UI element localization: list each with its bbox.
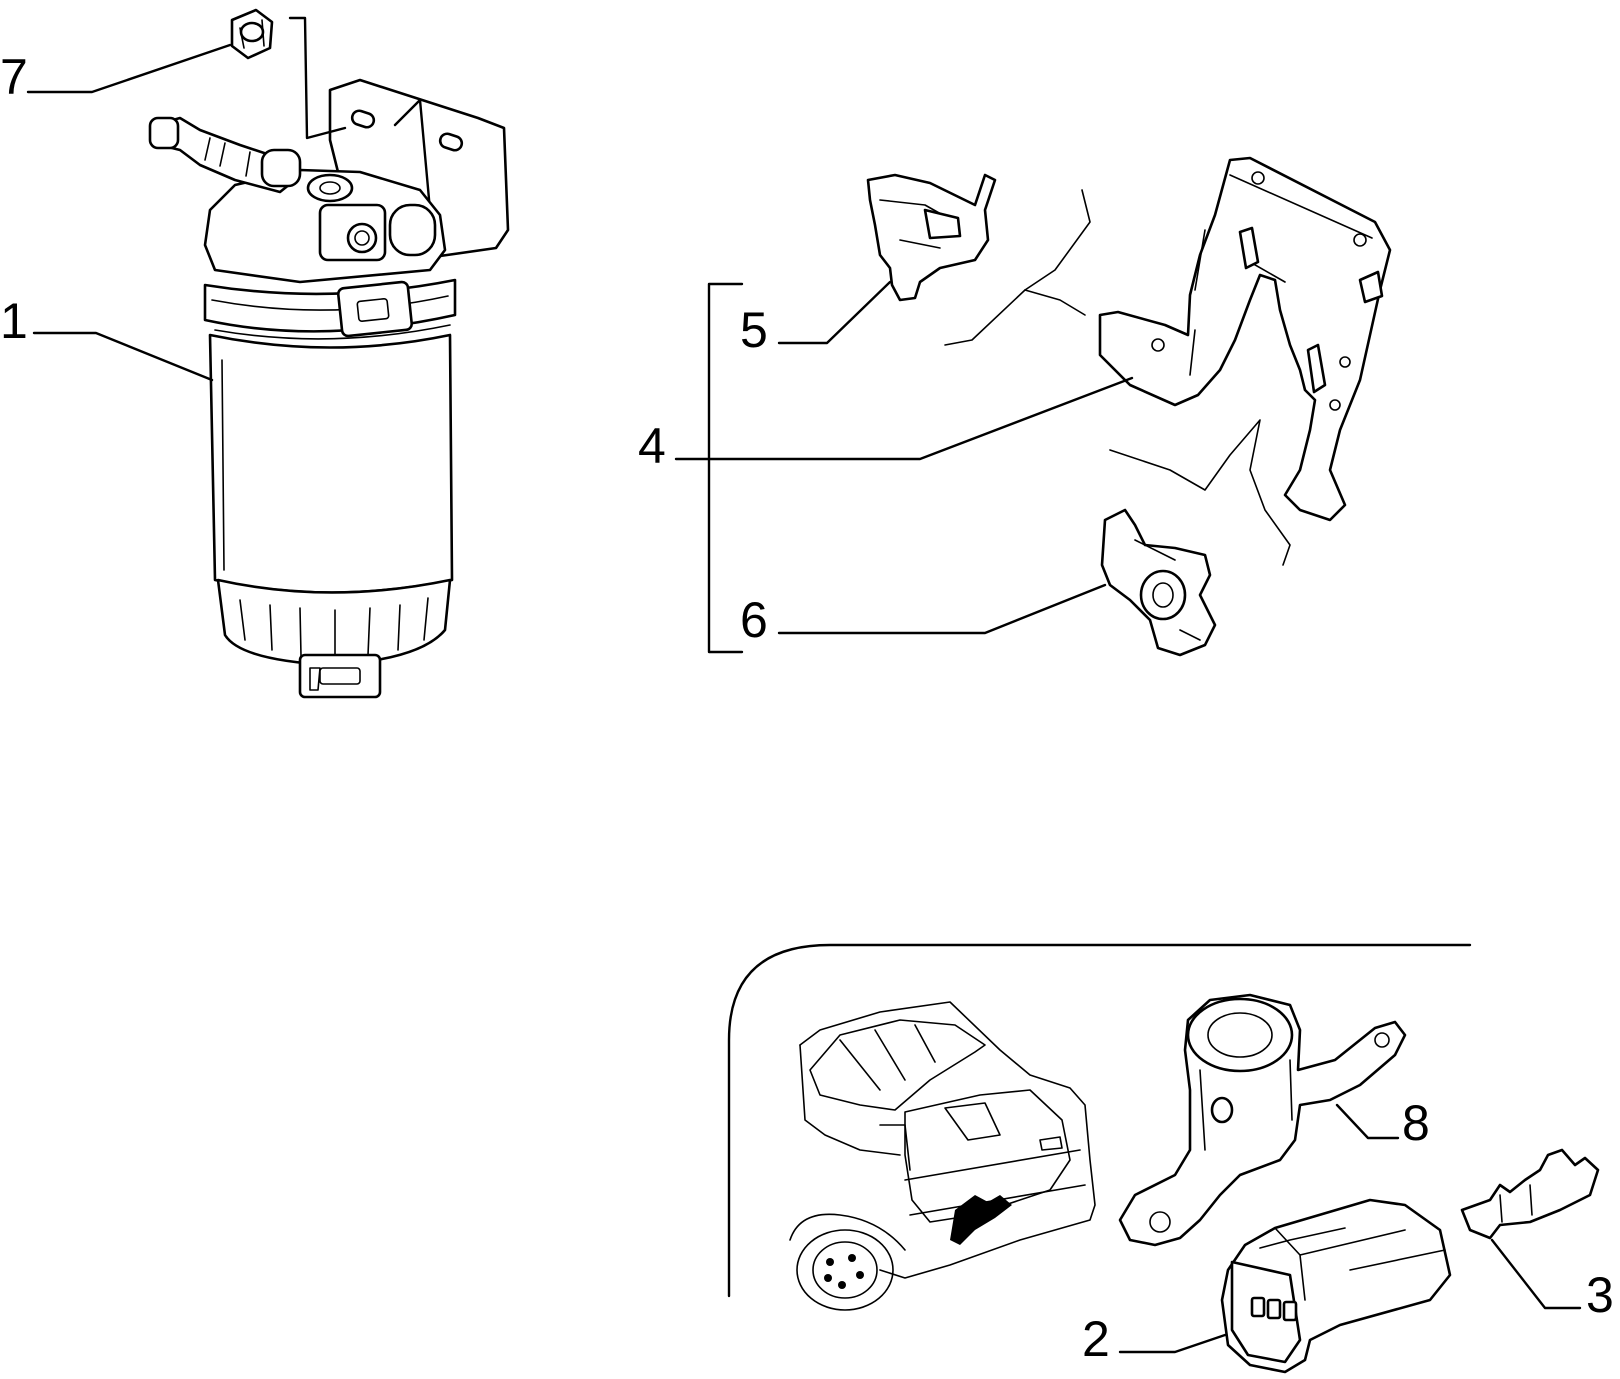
leader-line-7b [288, 16, 347, 140]
leader-line-7 [26, 43, 232, 94]
callout-7: 7 [0, 49, 28, 105]
bracket-part-4 [1098, 156, 1392, 522]
leader-line-2 [1118, 1333, 1227, 1354]
callout-3: 3 [1586, 1267, 1614, 1323]
clip-part-5 [866, 173, 997, 302]
connector-part-2 [1220, 1198, 1452, 1374]
callout-4: 4 [638, 418, 666, 474]
leader-line-5 [777, 280, 892, 345]
callout-5: 5 [740, 302, 768, 358]
clip-part-6 [1100, 508, 1217, 657]
fuel-filter-assembly [148, 78, 510, 699]
callout-6: 6 [740, 592, 768, 648]
leader-line-1 [32, 331, 214, 382]
bracket-locator-lines [944, 189, 1291, 566]
callout-8: 8 [1402, 1095, 1430, 1151]
callout-labels: 7 1 5 4 6 8 3 2 [0, 49, 1614, 1367]
filler-housing-part-8 [1118, 993, 1407, 1247]
leader-line-4 [674, 376, 1134, 461]
group-bracket-line [707, 282, 744, 654]
leader-line-3 [1490, 1238, 1582, 1310]
vehicle-location-inset [727, 943, 1472, 1311]
leader-line-8 [1335, 1103, 1400, 1140]
leader-lines [26, 16, 1582, 1354]
callout-2: 2 [1082, 1311, 1110, 1367]
callout-1: 1 [0, 293, 28, 349]
terminal-part-3 [1460, 1148, 1600, 1240]
nut-part-7 [230, 8, 274, 60]
leader-line-6 [777, 583, 1107, 635]
